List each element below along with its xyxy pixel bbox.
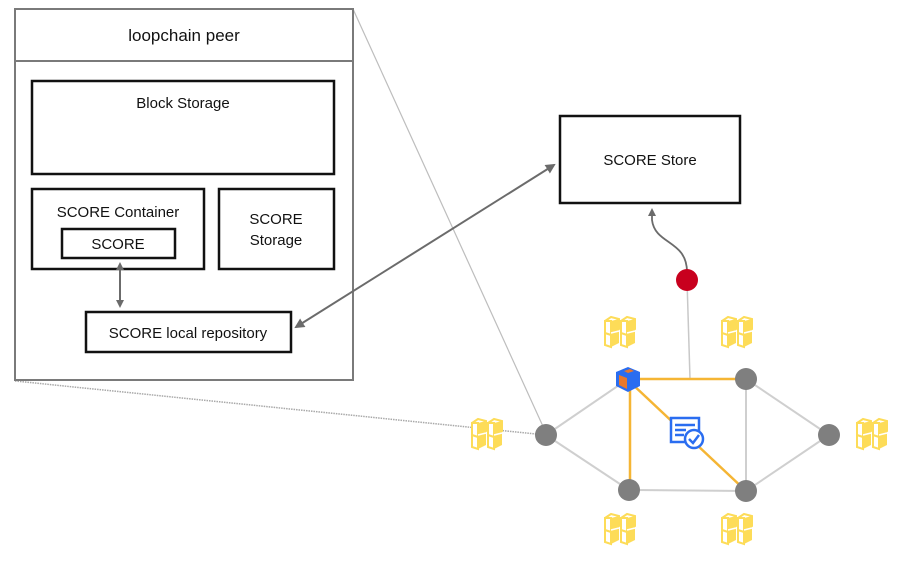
verified-document-icon <box>669 416 705 450</box>
cube-icon[interactable] <box>616 367 640 392</box>
deploy-arrow <box>648 208 688 273</box>
network-edges <box>545 378 830 492</box>
peer-node-right[interactable] <box>818 424 840 446</box>
zoom-connector-bottom <box>14 380 547 436</box>
peer-node-left[interactable] <box>535 424 557 446</box>
block-stack-icon <box>721 513 753 545</box>
score-store-label: SCORE Store <box>603 152 696 169</box>
score-local-repository-box[interactable]: SCORE local repository <box>84 310 293 354</box>
score-label: SCORE <box>91 236 144 253</box>
store-network-link <box>686 279 691 380</box>
block-stack-icon <box>604 316 636 348</box>
block-stack-icon <box>604 513 636 545</box>
score-storage-label-line1: SCORE <box>249 211 302 228</box>
score-box[interactable]: SCORE <box>60 227 177 260</box>
red-dot-icon[interactable] <box>676 269 698 291</box>
peer-node-top-right[interactable] <box>735 368 757 390</box>
score-storage-label-line2: Storage <box>250 232 303 249</box>
score-store-box[interactable]: SCORE Store <box>558 114 742 205</box>
block-stack-icon <box>721 316 753 348</box>
block-stack-icon <box>856 418 888 450</box>
score-storage-box[interactable]: SCORE Storage <box>217 187 336 271</box>
repo-store-arrow <box>294 163 556 329</box>
peer-title: loopchain peer <box>128 26 240 45</box>
block-storage-box[interactable]: Block Storage <box>30 79 336 176</box>
block-storage-label: Block Storage <box>136 95 229 112</box>
score-local-repository-label: SCORE local repository <box>109 325 268 342</box>
block-stack-icon <box>471 418 503 450</box>
zoom-connector-top <box>352 8 547 434</box>
score-container-label: SCORE Container <box>57 204 180 221</box>
peer-node-bottom-left[interactable] <box>618 479 640 501</box>
peer-node-bottom-right[interactable] <box>735 480 757 502</box>
